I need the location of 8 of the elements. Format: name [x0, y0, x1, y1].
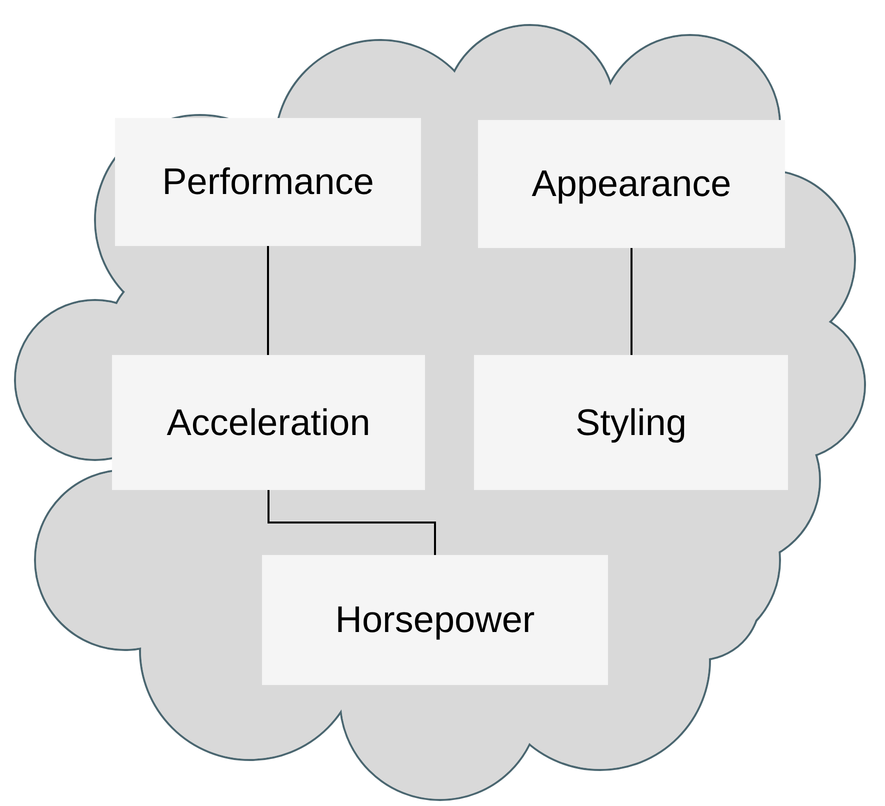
label-box: Acceleration	[112, 355, 425, 490]
label-box: Styling	[474, 355, 788, 490]
connector-line	[267, 246, 269, 355]
label-box: Horsepower	[262, 555, 608, 685]
label-box: Appearance	[478, 120, 785, 248]
connector-line	[268, 490, 436, 555]
connector-line	[630, 248, 632, 355]
label-box: Performance	[115, 118, 421, 246]
